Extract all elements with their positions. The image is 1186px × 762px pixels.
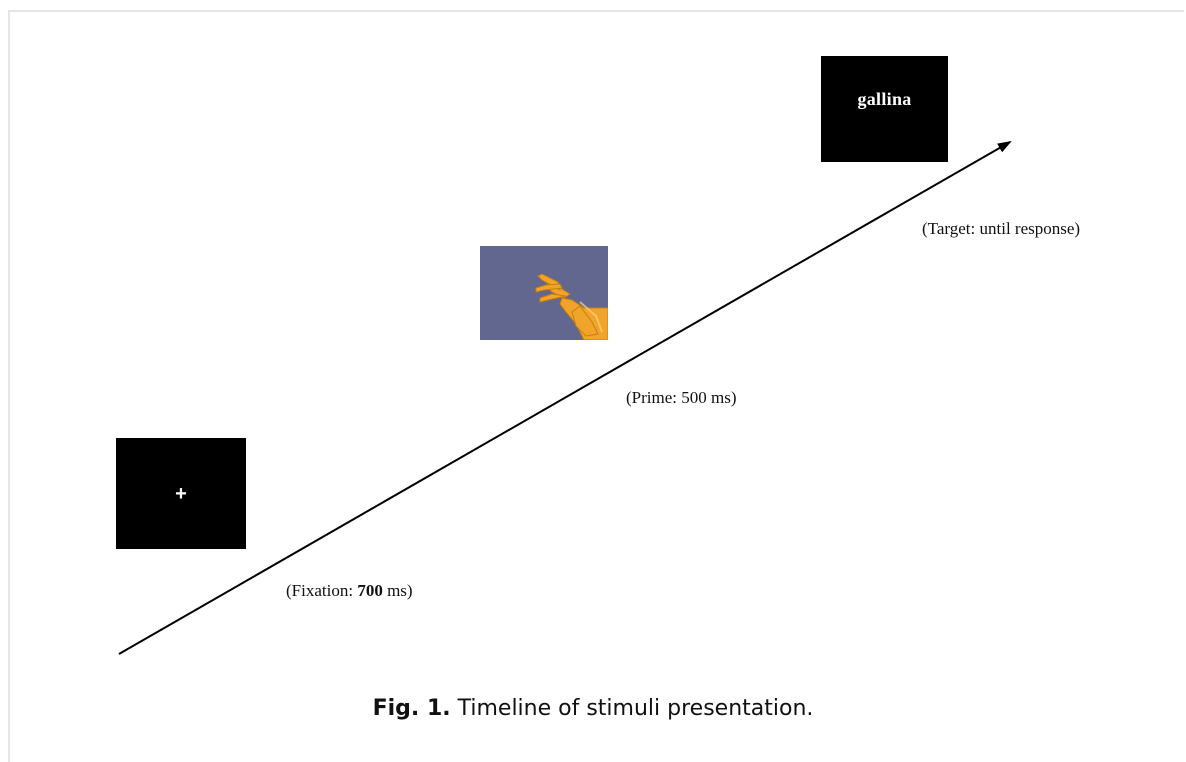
hand-shape [535, 273, 608, 340]
fixation-label-suffix: ms) [382, 581, 413, 600]
prime-duration: 500 [681, 388, 707, 407]
target-word: gallina [857, 89, 912, 109]
prime-label-suffix: ms) [706, 388, 737, 407]
target-screen: gallina [821, 56, 948, 162]
prime-hand-image [480, 246, 608, 340]
timeline-arrow-line [118, 141, 1012, 655]
figure-frame [8, 10, 1184, 762]
prime-label: (Prime: 500 ms) [626, 388, 737, 408]
figure-caption: Fig. 1. Timeline of stimuli presentation… [0, 696, 1186, 721]
prime-label-prefix: (Prime: [626, 388, 682, 407]
target-duration: until response [979, 219, 1075, 238]
caption-text: Timeline of stimuli presentation. [457, 696, 814, 721]
fixation-label-prefix: (Fixation: [286, 581, 358, 600]
fixation-label: (Fixation: 700 ms) [286, 581, 413, 601]
fixation-screen: + [116, 438, 246, 549]
fixation-cross: + [175, 482, 187, 505]
target-label-prefix: (Target: [922, 219, 980, 238]
fixation-duration: 700 [357, 581, 383, 600]
caption-label: Fig. 1. [372, 696, 451, 721]
target-label: (Target: until response) [922, 219, 1080, 239]
target-label-suffix: ) [1074, 219, 1081, 238]
